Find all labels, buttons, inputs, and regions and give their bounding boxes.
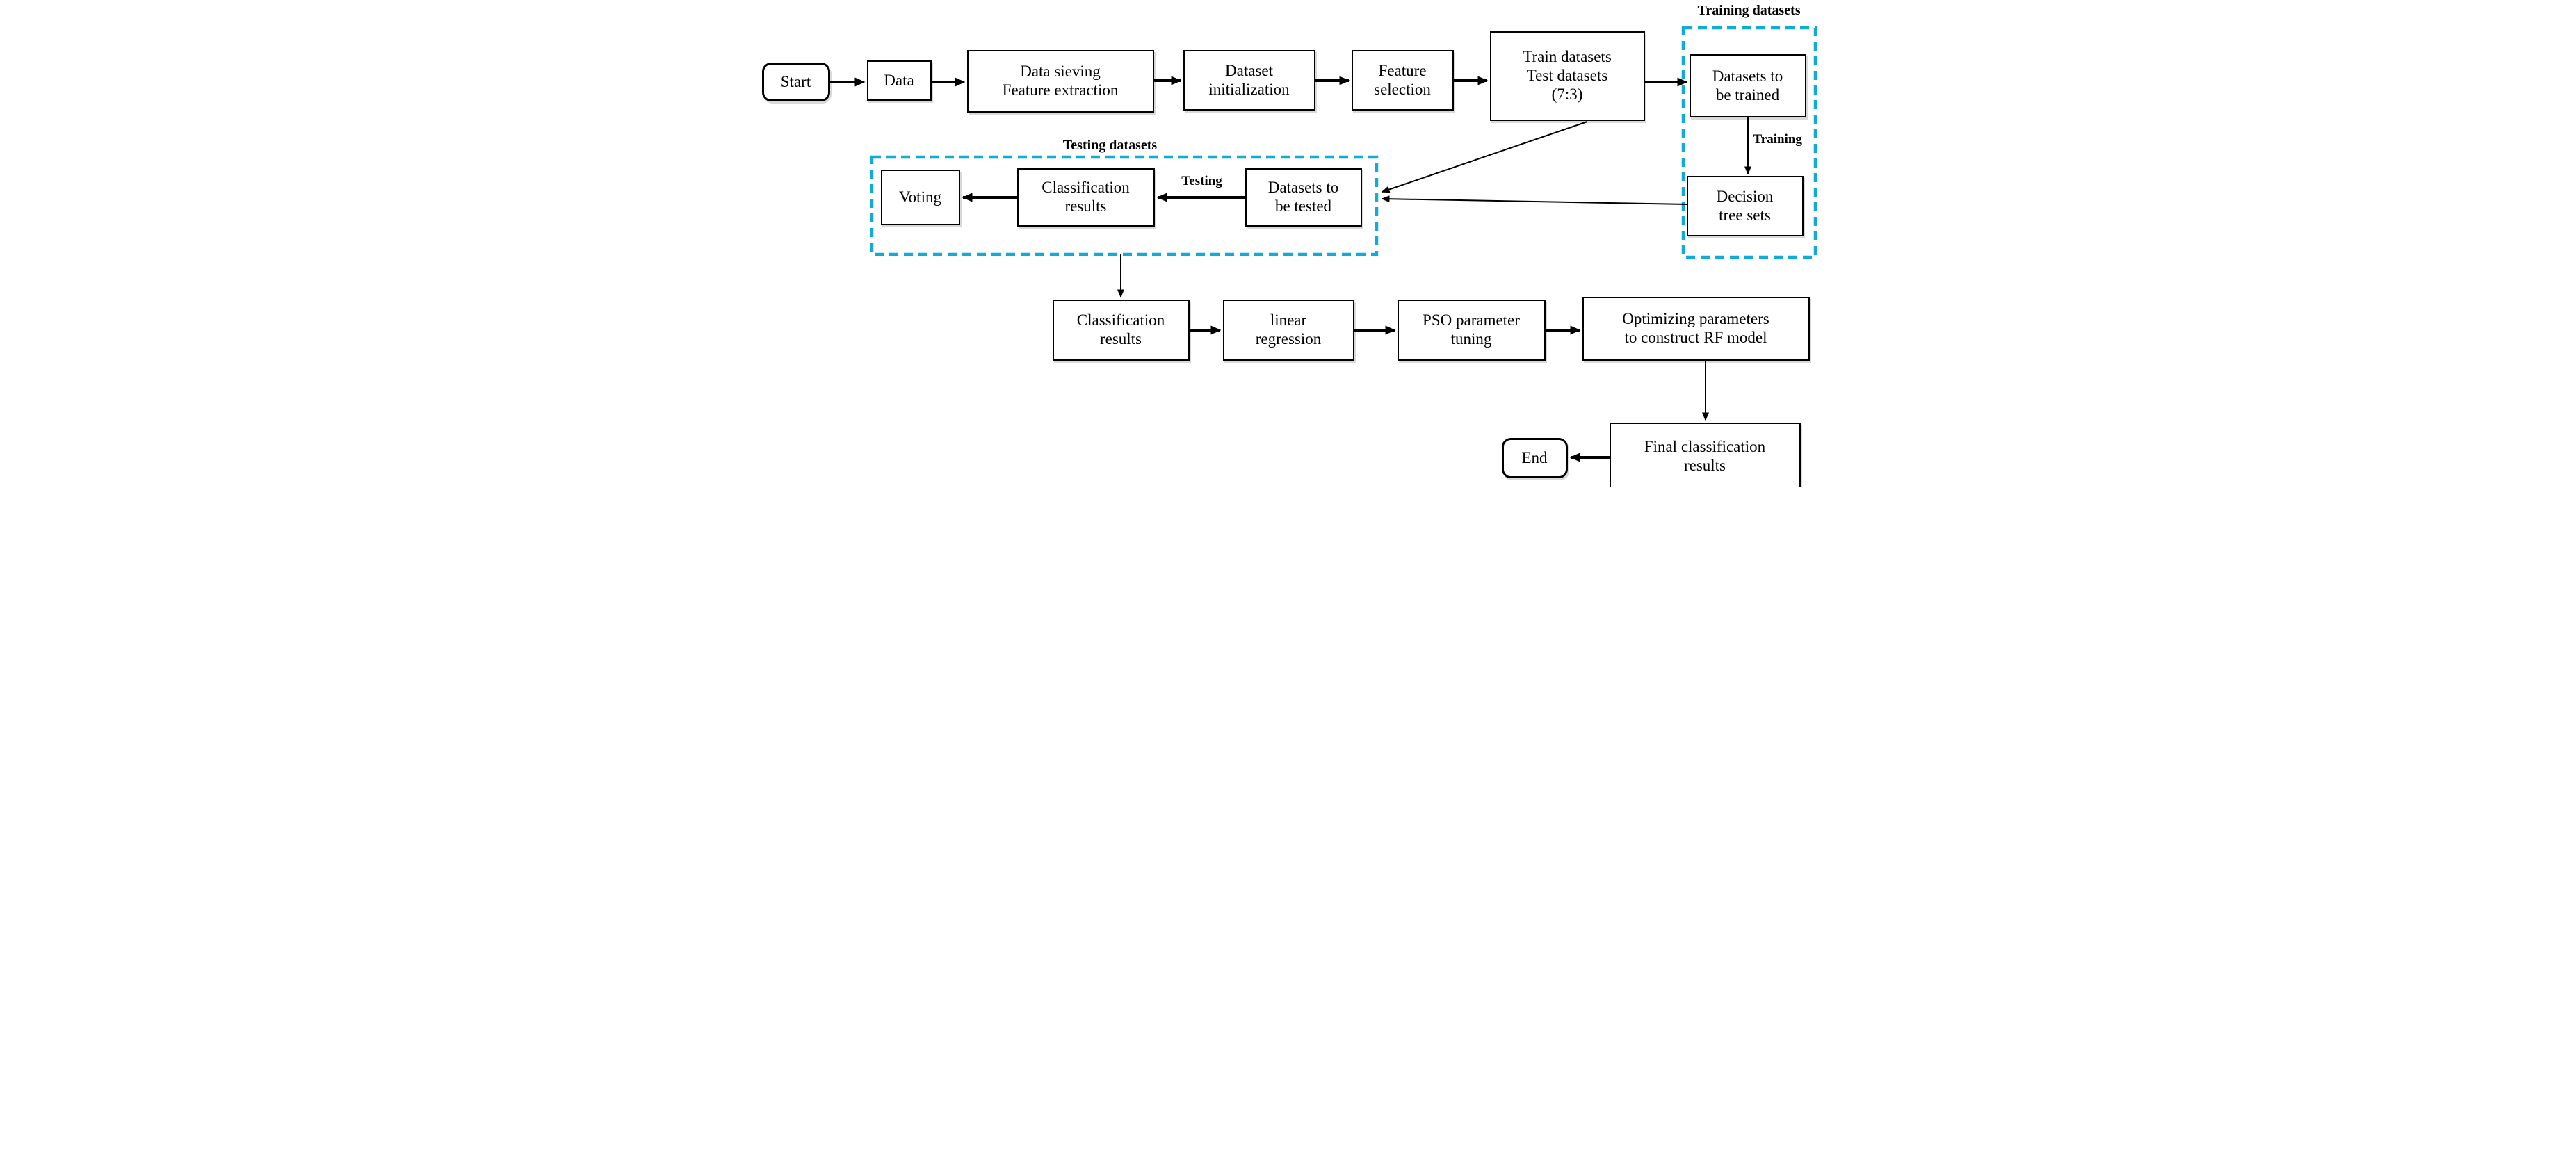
node-data-sieving-feature-extraction: Data sieving Feature extraction (966, 50, 1154, 113)
training-edge-label: Training (1753, 132, 1802, 147)
node-data: Data (866, 60, 932, 101)
node-classification-results-testing: Classification results (1016, 168, 1155, 227)
arrow-traintest-to-tested (1381, 121, 1587, 193)
node-classification-results: Classification results (1052, 300, 1190, 361)
node-pso-parameter-tuning: PSO parameter tuning (1397, 300, 1546, 361)
training-datasets-group-label: Training datasets (1697, 3, 1801, 18)
flowchart-canvas: Training datasets Testing datasets Train… (754, 0, 1822, 487)
node-start: Start (761, 63, 830, 101)
node-train-test-datasets: Train datasets Test datasets (7:3) (1489, 31, 1645, 121)
node-voting: Voting (880, 170, 960, 225)
node-linear-regression: linear regression (1222, 300, 1354, 361)
node-end: End (1501, 438, 1568, 478)
node-final-classification-results: Final classification results (1609, 423, 1801, 487)
testing-datasets-group-label: Testing datasets (1062, 138, 1158, 153)
node-optimizing-parameters-rf: Optimizing parameters to construct RF mo… (1582, 297, 1810, 361)
node-decision-tree-sets: Decision tree sets (1686, 176, 1804, 236)
testing-edge-label: Testing (1181, 174, 1222, 188)
node-feature-selection: Feature selection (1351, 50, 1454, 111)
arrow-decision-to-tested (1381, 195, 1687, 205)
node-dataset-initialization: Dataset initialization (1183, 50, 1315, 111)
node-datasets-to-be-tested: Datasets to be tested (1245, 168, 1362, 227)
node-datasets-to-be-trained: Datasets to be trained (1689, 54, 1806, 117)
